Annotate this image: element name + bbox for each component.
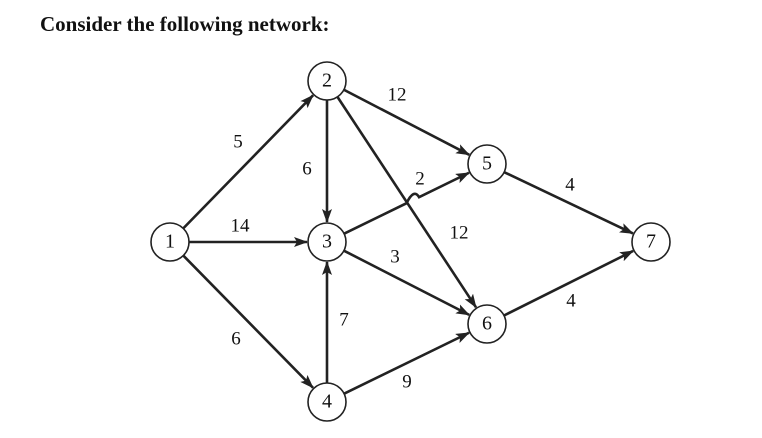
edge-weight-1-4: 6 xyxy=(231,328,241,349)
edge-1-2 xyxy=(182,94,314,230)
node-circle xyxy=(467,304,507,344)
edge-weight-4-6: 9 xyxy=(402,371,412,392)
node-circle xyxy=(150,222,190,262)
node-label: 3 xyxy=(322,231,332,253)
node-7: 7 xyxy=(631,222,671,262)
edge-weight-2-3: 6 xyxy=(302,158,312,179)
edge-weight-1-2: 5 xyxy=(233,131,243,152)
edge-weight-2-5: 12 xyxy=(388,84,407,105)
edge-3-6 xyxy=(343,249,471,317)
node-label: 6 xyxy=(482,313,492,335)
edge-1-4 xyxy=(182,254,314,389)
edge-5-7 xyxy=(503,170,634,235)
edge-2-5 xyxy=(343,88,471,156)
node-label: 7 xyxy=(646,231,656,253)
edge-weight-2-6: 12 xyxy=(450,222,469,243)
page-title: Consider the following network: xyxy=(40,12,330,36)
node-circle xyxy=(631,222,671,262)
edge-weight-3-6: 3 xyxy=(390,246,400,267)
node-circle xyxy=(307,61,347,101)
node-label: 2 xyxy=(322,70,332,92)
edge-4-6 xyxy=(343,331,470,395)
node-circle xyxy=(307,222,347,262)
edge-weight-3-5: 2 xyxy=(415,168,425,189)
node-label: 4 xyxy=(322,391,332,413)
node-label: 5 xyxy=(482,153,492,175)
node-1: 1 xyxy=(150,222,190,262)
edges-layer: 5 14 6 6 12 12 2 3 7 9 4 4 xyxy=(182,84,635,395)
edge-weight-5-7: 4 xyxy=(565,174,575,195)
node-6: 6 xyxy=(467,304,507,344)
node-circle xyxy=(307,382,347,422)
edge-weight-1-3: 14 xyxy=(231,215,251,236)
edge-3-5 xyxy=(343,171,470,235)
edge-weight-4-3: 7 xyxy=(339,309,349,330)
edge-6-7 xyxy=(503,249,635,317)
node-4: 4 xyxy=(307,382,347,422)
node-circle xyxy=(467,144,507,184)
node-label: 1 xyxy=(165,231,175,253)
edge-weight-6-7: 4 xyxy=(566,290,576,311)
node-2: 2 xyxy=(307,61,347,101)
node-3: 3 xyxy=(307,222,347,262)
node-5: 5 xyxy=(467,144,507,184)
